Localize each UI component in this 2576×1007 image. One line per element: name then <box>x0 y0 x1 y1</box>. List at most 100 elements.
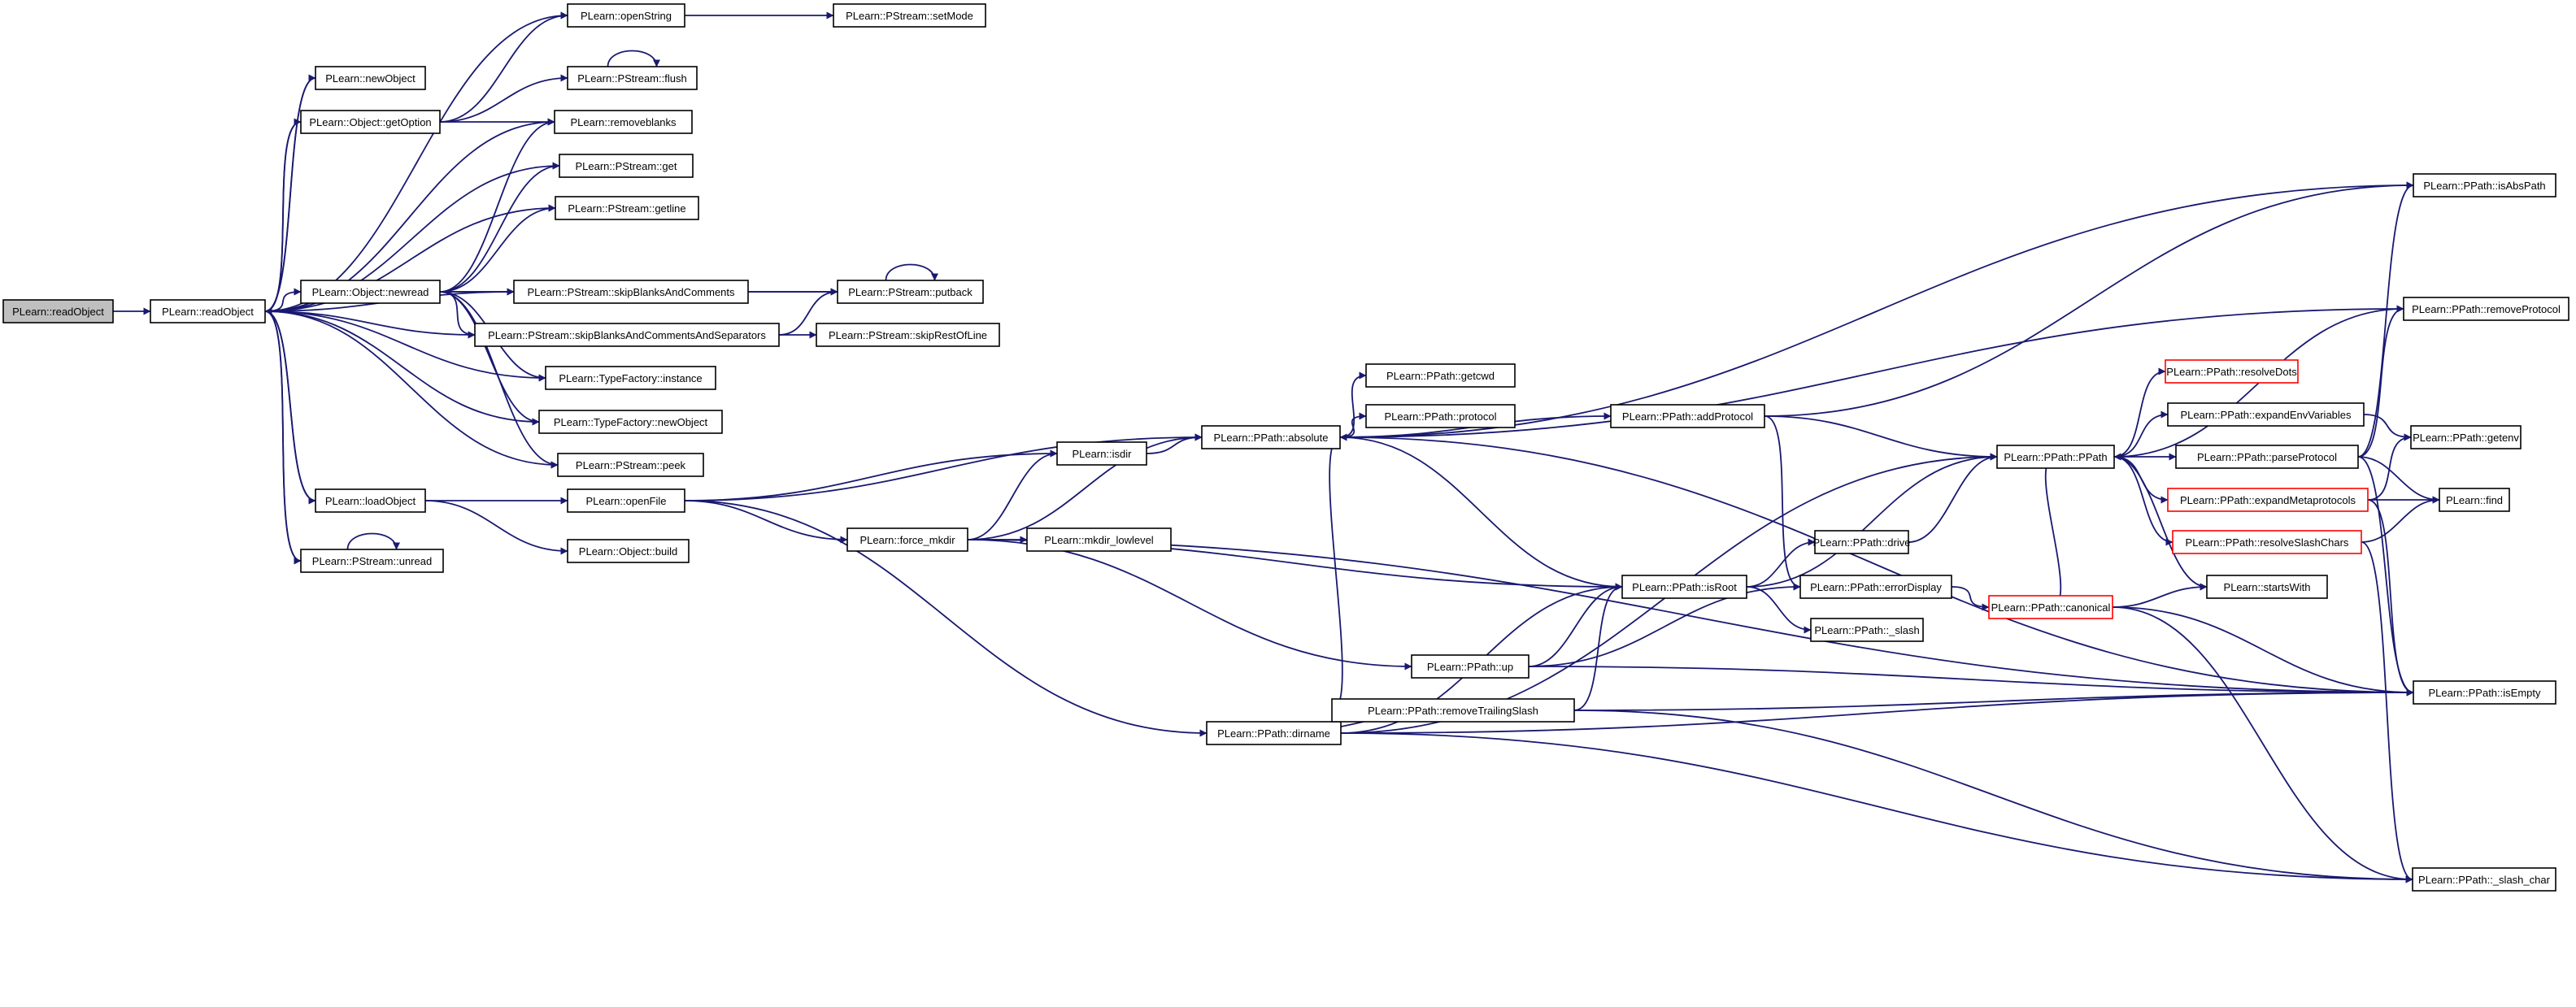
node-layer: PLearn::readObject PLearn::readObject PL… <box>2 3 2569 892</box>
node-label: PLearn::PStream::peek <box>576 459 686 471</box>
node-ppath-getenv[interactable]: PLearn::PPath::getenv <box>2410 425 2522 449</box>
edge-n30-n34 <box>1528 583 1801 667</box>
edge-n6-n6 <box>346 532 400 550</box>
node-label: PLearn::PPath::errorDisplay <box>1810 581 1942 593</box>
edge-n13-n20 <box>778 288 838 336</box>
node-label: PLearn::force_mkdir <box>859 534 955 546</box>
edge-n4-n15 <box>439 291 540 426</box>
node-openstring[interactable]: PLearn::openString <box>567 3 685 28</box>
edge-n32-n36 <box>1746 453 1998 588</box>
node-ppath-resolveslashchars[interactable]: PLearn::PPath::resolveSlashChars <box>2172 530 2362 554</box>
edge-n36-n43 <box>2113 456 2208 591</box>
node-ppath-slash[interactable]: PLearn::PPath::_slash <box>1810 618 1924 642</box>
edge-layer <box>113 11 2440 883</box>
edge-n37-n36 <box>2044 453 2062 608</box>
node-ppath-resolvedots[interactable]: PLearn::PPath::resolveDots <box>2165 359 2299 384</box>
node-ppath-canonical[interactable]: PLearn::PPath::canonical <box>1988 595 2113 619</box>
edge-n17-n23 <box>684 500 848 544</box>
edge-n1-n15 <box>264 310 540 426</box>
node-ppath-expandenvvariables[interactable]: PLearn::PPath::expandEnvVariables <box>2167 402 2365 427</box>
edge-n37-n48 <box>2112 606 2414 697</box>
node-pstream-getline[interactable]: PLearn::PStream::getline <box>555 196 699 220</box>
edge-n17-n25 <box>684 433 1203 501</box>
node-mkdir-lowlevel[interactable]: PLearn::mkdir_lowlevel <box>1026 527 1172 552</box>
edge-n40-n44 <box>2357 181 2414 458</box>
node-readobject[interactable]: PLearn::readObject <box>150 299 266 323</box>
node-object-newread[interactable]: PLearn::Object::newread <box>300 280 441 304</box>
node-skipblanksandcommentsandseparators[interactable]: PLearn::PStream::skipBlanksAndCommentsAn… <box>474 323 780 347</box>
node-ppath-isroot[interactable]: PLearn::PPath::isRoot <box>1621 575 1747 599</box>
node-label: PLearn::PStream::unread <box>312 555 432 567</box>
edge-n25-n48 <box>1339 436 2414 697</box>
node-ppath-getcwd[interactable]: PLearn::PPath::getcwd <box>1365 363 1516 388</box>
node-pstream-setmode[interactable]: PLearn::PStream::setMode <box>833 3 986 28</box>
node-newobject[interactable]: PLearn::newObject <box>315 66 426 90</box>
node-typefactory-instance[interactable]: PLearn::TypeFactory::instance <box>545 366 716 390</box>
node-label: PLearn::readObject <box>12 306 104 318</box>
node-label: PLearn::PPath::addProtocol <box>1622 410 1753 423</box>
edge-n36-n38 <box>2113 367 2166 458</box>
node-pstream-get[interactable]: PLearn::PStream::get <box>559 154 694 178</box>
edge-n4-n11 <box>439 204 556 293</box>
node-label: PLearn::PPath::isEmpty <box>2428 687 2541 699</box>
node-pstream-putback[interactable]: PLearn::PStream::putback <box>837 280 984 304</box>
node-label: PLearn::PPath::canonical <box>1991 601 2111 614</box>
edge-n4-n9 <box>439 118 555 293</box>
node-ppath-removeprotocol[interactable]: PLearn::PPath::removeProtocol <box>2403 297 2569 321</box>
node-label: PLearn::PPath::dirname <box>1217 727 1330 740</box>
node-pstream-peek[interactable]: PLearn::PStream::peek <box>557 453 704 477</box>
node-ppath-expandmetaprotocols[interactable]: PLearn::PPath::expandMetaprotocols <box>2167 488 2369 512</box>
node-typefactory-newobject[interactable]: PLearn::TypeFactory::newObject <box>538 410 723 434</box>
node-force-mkdir[interactable]: PLearn::force_mkdir <box>846 527 968 552</box>
node-ppath-up[interactable]: PLearn::PPath::up <box>1411 654 1530 679</box>
node-readobject-root[interactable]: PLearn::readObject <box>2 299 114 323</box>
node-object-getoption[interactable]: PLearn::Object::getOption <box>300 110 441 134</box>
node-label: PLearn::PPath::parseProtocol <box>2197 451 2337 463</box>
edge-n4-n16 <box>439 291 559 469</box>
node-ppath-ppath[interactable]: PLearn::PPath::PPath <box>1996 445 2115 469</box>
node-label: PLearn::PPath::PPath <box>2004 451 2107 463</box>
node-pstream-flush[interactable]: PLearn::PStream::flush <box>567 66 698 90</box>
node-ppath-removetrailingslash[interactable]: PLearn::PPath::removeTrailingSlash <box>1331 698 1575 723</box>
node-pstream-unread[interactable]: PLearn::PStream::unread <box>300 549 444 573</box>
node-label: PLearn::PPath::getcwd <box>1386 370 1495 382</box>
node-loadobject[interactable]: PLearn::loadObject <box>315 488 426 513</box>
node-label: PLearn::PStream::get <box>575 160 677 172</box>
edge-n32-n35 <box>1746 586 1812 634</box>
node-ppath-dirname[interactable]: PLearn::PPath::dirname <box>1206 721 1342 745</box>
node-ppath-absolute[interactable]: PLearn::PPath::absolute <box>1201 425 1341 449</box>
node-removeblanks[interactable]: PLearn::removeblanks <box>554 110 693 134</box>
node-label: PLearn::Object::getOption <box>309 116 431 128</box>
edge-n40-n47 <box>2357 456 2440 504</box>
edge-n4-n10 <box>439 162 560 293</box>
node-ppath-parseprotocol[interactable]: PLearn::PPath::parseProtocol <box>2175 445 2359 469</box>
node-label: PLearn::PStream::putback <box>848 286 973 298</box>
node-find[interactable]: PLearn::find <box>2439 488 2510 512</box>
node-isdir[interactable]: PLearn::isdir <box>1056 441 1147 466</box>
edge-n20-n20 <box>885 263 938 281</box>
node-ppath-errordisplay[interactable]: PLearn::PPath::errorDisplay <box>1799 575 1952 599</box>
edge-n30-n48 <box>1528 666 2414 697</box>
node-label: PLearn::openString <box>581 10 672 22</box>
node-openfile[interactable]: PLearn::openFile <box>567 488 685 513</box>
node-label: PLearn::readObject <box>162 306 254 318</box>
node-ppath-slash-char[interactable]: PLearn::PPath::_slash_char <box>2412 867 2556 892</box>
edge-n1-n16 <box>264 310 559 469</box>
node-ppath-addprotocol[interactable]: PLearn::PPath::addProtocol <box>1610 404 1765 428</box>
node-object-build[interactable]: PLearn::Object::build <box>567 539 690 563</box>
node-label: PLearn::TypeFactory::newObject <box>554 416 708 428</box>
node-ppath-isabspath[interactable]: PLearn::PPath::isAbsPath <box>2413 173 2556 197</box>
node-pstream-skiprestofline[interactable]: PLearn::PStream::skipRestOfLine <box>816 323 1000 347</box>
node-ppath-isempty[interactable]: PLearn::PPath::isEmpty <box>2413 680 2556 705</box>
edge-n40-n45 <box>2357 305 2404 458</box>
edge-n29-n48 <box>1573 688 2414 711</box>
node-label: PLearn::openFile <box>585 495 666 507</box>
node-ppath-protocol[interactable]: PLearn::PPath::protocol <box>1365 404 1516 428</box>
node-ppath-drive[interactable]: PLearn::PPath::drive <box>1813 530 1911 554</box>
edge-n17-n22 <box>684 449 1058 501</box>
node-startswith[interactable]: PLearn::startsWith <box>2206 575 2328 599</box>
node-label: PLearn::PPath::drive <box>1813 536 1911 549</box>
node-label: PLearn::PPath::resolveDots <box>2166 366 2297 378</box>
node-skipblanksandcomments[interactable]: PLearn::PStream::skipBlanksAndComments <box>513 280 749 304</box>
